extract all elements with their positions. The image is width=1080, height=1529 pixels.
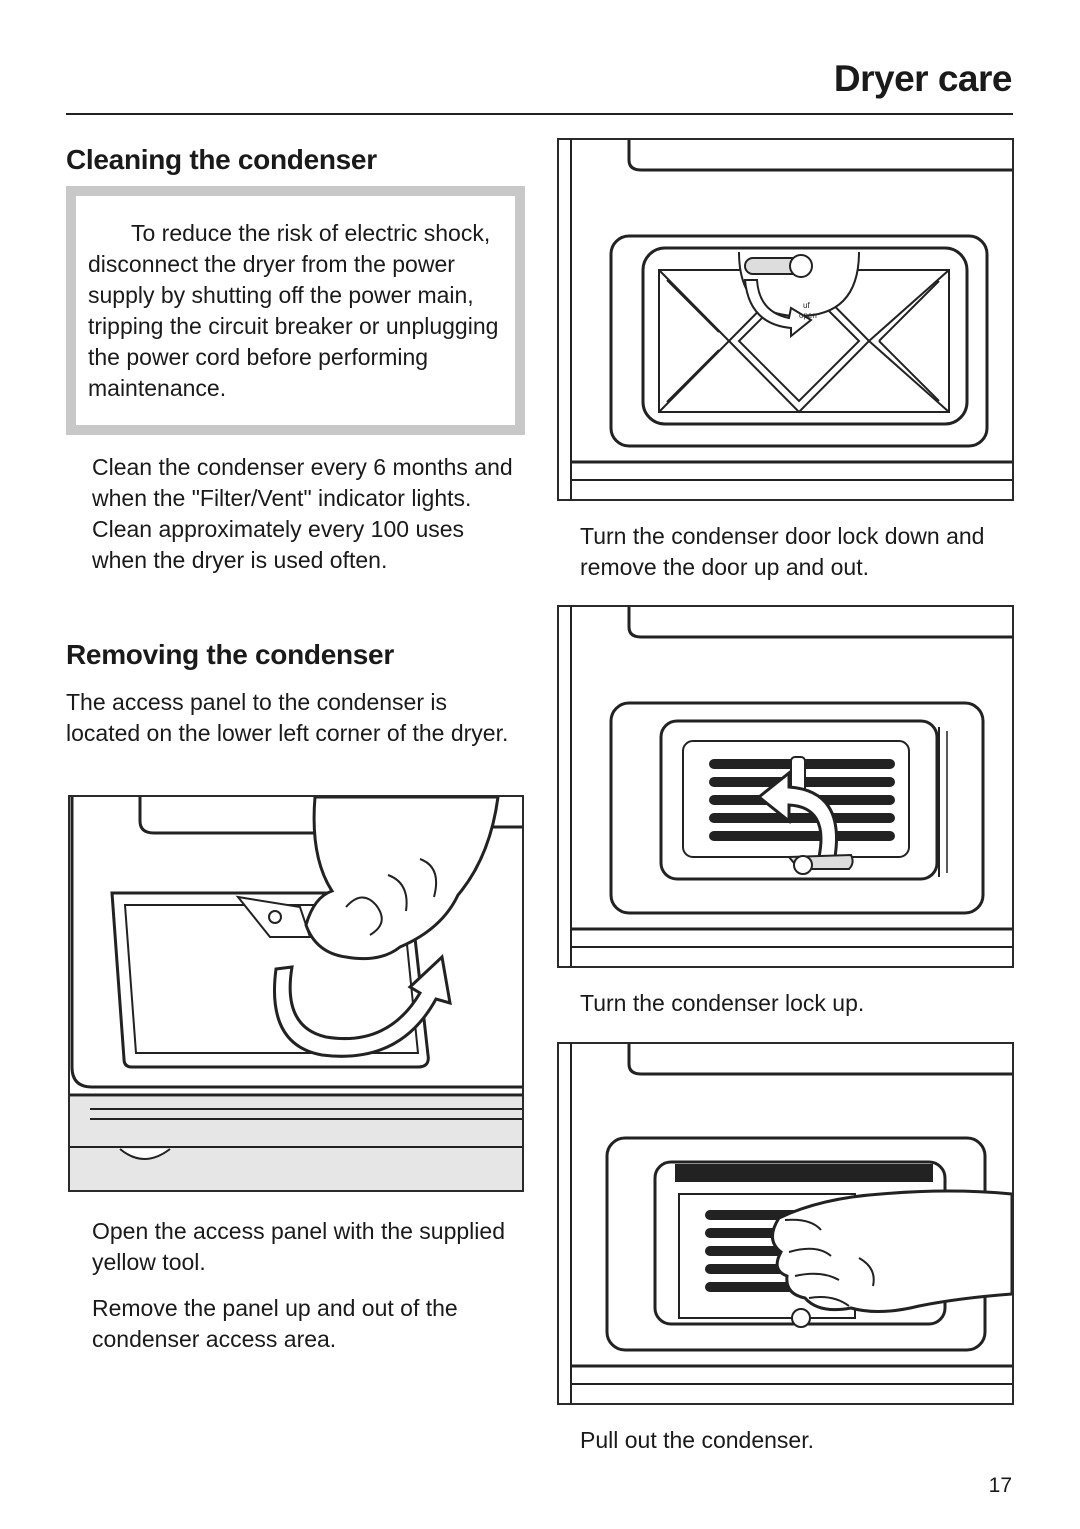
header-divider: [66, 113, 1013, 115]
door-lock-label-open: open: [799, 311, 817, 320]
caption-pull-out: Pull out the condenser.: [580, 1427, 814, 1453]
warning-text: To reduce the risk of electric shock, di…: [88, 220, 499, 401]
condenser-lock-illustration: [557, 605, 1014, 968]
warning-box: To reduce the risk of electric shock, di…: [66, 186, 525, 435]
caption-lock-up: Turn the condenser lock up.: [580, 990, 865, 1016]
page-title: Dryer care: [833, 58, 1013, 99]
door-lock-label-uf: uf: [803, 301, 810, 310]
page-number: 17: [988, 1474, 1012, 1497]
condenser-door-illustration: uf open: [557, 138, 1014, 501]
step-open-panel: Open the access panel with the supplied …: [92, 1218, 505, 1275]
step-remove-panel: Remove the panel up and out of the conde…: [92, 1295, 458, 1352]
access-panel-illustration: [68, 795, 524, 1192]
section-heading-removing: Removing the condenser: [66, 639, 394, 670]
section-heading-cleaning: Cleaning the condenser: [66, 144, 377, 175]
removing-intro: The access panel to the condenser is loc…: [66, 689, 509, 746]
caption-door-lock: Turn the condenser door lock down and re…: [580, 523, 985, 580]
cleaning-instruction: Clean the condenser every 6 months and w…: [92, 454, 513, 573]
condenser-pull-illustration: [557, 1042, 1014, 1405]
